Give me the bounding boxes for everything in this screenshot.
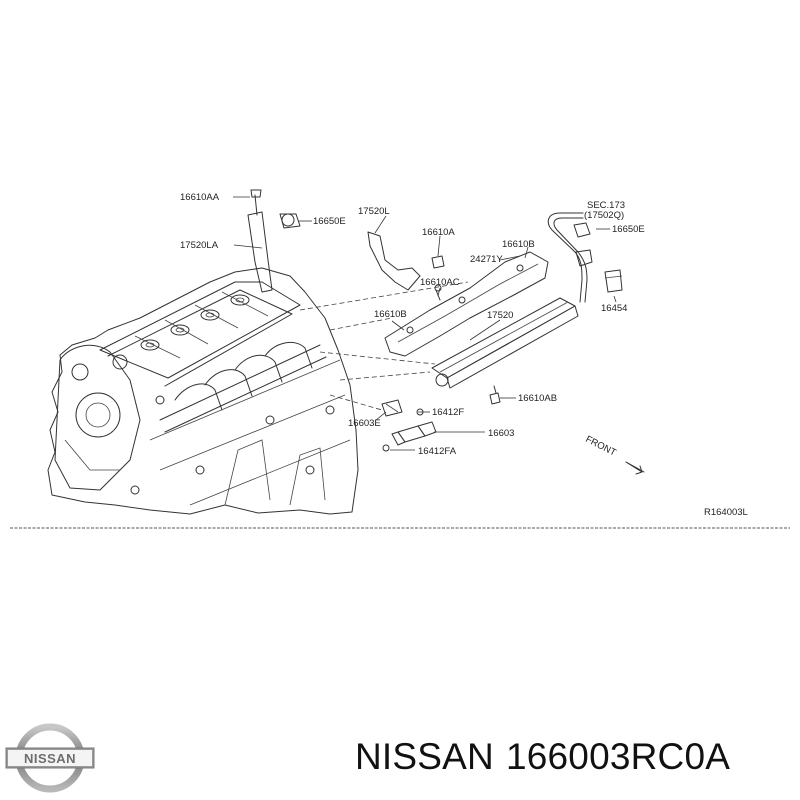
section-ref-line1: SEC.173 (587, 200, 625, 211)
part-labels: 16610AA 16650E 17520LA 17520L 16610A 242… (180, 192, 748, 518)
label-16603: 16603 (488, 428, 514, 439)
leader-lines (233, 196, 617, 451)
label-24271Y: 24271Y (470, 254, 503, 265)
caption-brand: NISSAN (355, 736, 494, 777)
label-16412F: 16412F (432, 407, 464, 418)
label-16610AA: 16610AA (180, 192, 220, 203)
label-17520LA: 17520LA (180, 240, 219, 251)
logo-text: NISSAN (24, 751, 76, 766)
label-16412FA: 16412FA (418, 446, 457, 457)
label-16650E-right: 16650E (612, 224, 645, 235)
label-16650E-left: 16650E (313, 216, 346, 227)
label-16610B-left: 16610B (374, 309, 407, 320)
front-direction-label: FRONT (584, 434, 618, 459)
label-16610A: 16610A (422, 227, 455, 238)
engine-block-drawing (47, 189, 359, 515)
label-16610B-right: 16610B (502, 239, 535, 250)
nissan-logo: NISSAN (5, 723, 95, 793)
label-16603E: 16603E (348, 418, 381, 429)
label-16454: 16454 (601, 303, 627, 314)
drawing-code: R164003L (704, 507, 748, 518)
part-caption: NISSAN 166003RC0A (355, 736, 730, 778)
label-17520L: 17520L (358, 206, 390, 217)
label-16610AB: 16610AB (518, 393, 557, 404)
label-16610AC: 16610AC (420, 277, 460, 288)
dashed-connector-lines (299, 281, 469, 411)
section-ref-line2: (17502Q) (584, 210, 624, 221)
label-17520: 17520 (487, 310, 513, 321)
caption-part-number: 166003RC0A (505, 736, 731, 777)
